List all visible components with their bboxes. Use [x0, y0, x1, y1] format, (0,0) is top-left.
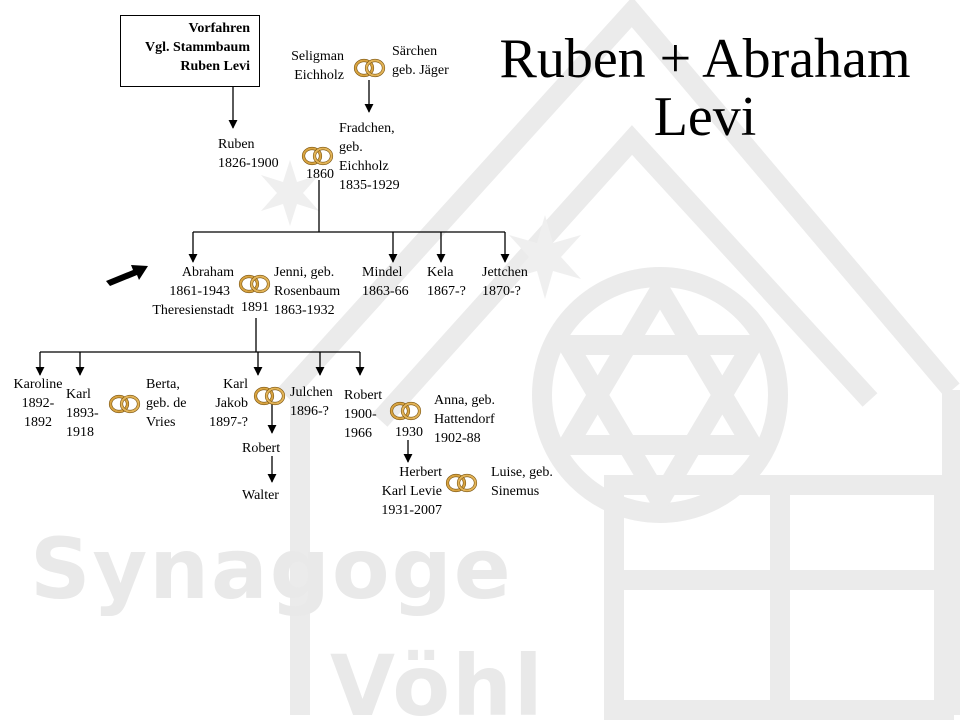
person-luise: Luise, geb. Sinemus	[491, 465, 553, 499]
person-herbert: Herbert Karl Levie 1931-2007	[381, 465, 442, 518]
person-karoline: Karoline 1892- 1892	[13, 377, 63, 430]
ancestors-reference-text: Vorfahren Vgl. Stammbaum Ruben Levi	[144, 21, 250, 74]
wedding-rings-icon	[301, 145, 335, 167]
slide-title-line1: Ruben + Abraham	[499, 28, 911, 90]
wedding-rings-icon	[253, 385, 287, 407]
marriage-year-1891: 1891	[241, 300, 269, 315]
person-robert-son: Robert	[242, 441, 281, 456]
watermark-roof-outline	[277, 0, 960, 402]
marriage-year-1930: 1930	[395, 425, 423, 440]
person-saerchen: Särchen geb. Jäger	[392, 44, 449, 78]
person-fradchen: Fradchen, geb. Eichholz 1835-1929	[339, 121, 400, 193]
person-jettchen: Jettchen 1870-?	[482, 265, 528, 299]
slide-title-line2: Levi	[653, 86, 757, 148]
watermark-star-icon-small	[261, 160, 319, 226]
slide-title: Ruben + Abraham Levi	[470, 30, 940, 146]
person-karl-jakob: Karl Jakob 1897-?	[209, 377, 248, 430]
person-seligman: Seligman Eichholz	[291, 49, 344, 83]
watermark-text-line1: Synagoge	[30, 520, 513, 618]
person-abraham: Abraham 1861-1943 Theresienstadt	[152, 265, 234, 318]
watermark-inner-roof	[372, 125, 878, 427]
wedding-rings-icon	[445, 472, 479, 494]
person-robert: Robert 1900- 1966	[344, 388, 383, 441]
star-of-david-icon	[550, 270, 770, 520]
person-anna: Anna, geb. Hattendorf 1902-88	[434, 393, 496, 446]
ancestors-reference-box	[120, 15, 260, 87]
person-kela: Kela 1867-?	[427, 265, 466, 299]
person-berta: Berta, geb. de Vries	[146, 377, 187, 430]
wedding-rings-icon	[353, 57, 387, 79]
person-mindel: Mindel 1863-66	[362, 265, 409, 299]
wedding-rings-icon	[238, 273, 272, 295]
marriage-year-1860: 1860	[306, 167, 334, 182]
watermark-text-line2: Vöhl	[330, 637, 545, 720]
wedding-rings-icon	[108, 393, 142, 415]
person-ruben: Ruben 1826-1900	[218, 137, 279, 171]
person-karl: Karl 1893- 1918	[66, 387, 99, 440]
watermark-star-icon	[509, 215, 581, 299]
person-jenni: Jenni, geb. Rosenbaum 1863-1932	[274, 265, 341, 318]
pointer-arrow-icon	[106, 265, 148, 286]
person-julchen: Julchen 1896-?	[290, 385, 333, 419]
person-walter: Walter	[242, 488, 279, 503]
wedding-rings-icon	[389, 400, 423, 422]
